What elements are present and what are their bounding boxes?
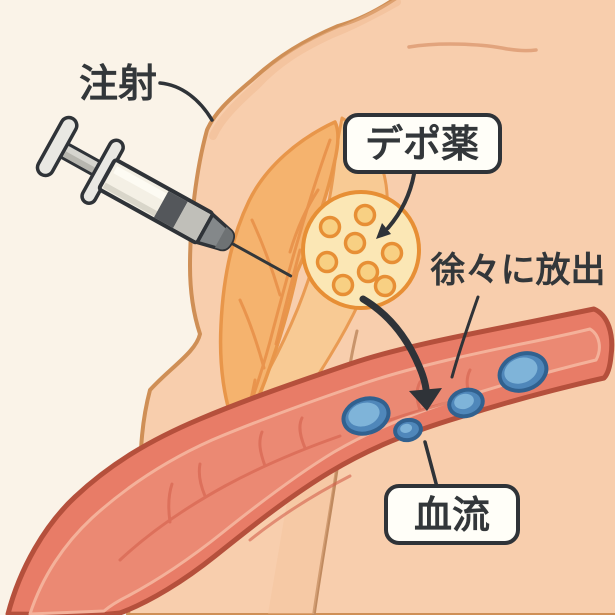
depot-label: デポ薬 (365, 123, 479, 166)
drug-dot (318, 215, 342, 239)
blood-particles (341, 351, 549, 443)
depot-pointer-curve (386, 172, 416, 230)
bloodstream-pointer-line (423, 440, 439, 489)
gradual-release-line (450, 295, 480, 379)
blood-particle (393, 417, 423, 443)
drug-dot (315, 250, 339, 274)
depot-sphere (301, 190, 421, 310)
blood-vessel (5, 306, 615, 615)
blood-particle (341, 396, 391, 436)
shoulder-shadow (209, 0, 401, 140)
vessel-lumen (28, 327, 601, 615)
drug-dot (343, 231, 367, 255)
depot-pointer-arrowhead (376, 223, 391, 239)
blood-particle (447, 387, 485, 419)
bloodstream-label: 血流 (414, 495, 490, 537)
drug-dot (331, 273, 355, 297)
depot-dots (315, 203, 404, 298)
plunger-rod-shade (62, 151, 100, 176)
needle (227, 240, 293, 278)
drug-dot (373, 274, 397, 298)
drug-dot (356, 260, 380, 284)
gradual-release-label: 徐々に放出 (429, 251, 605, 290)
barrel-front-band (173, 201, 211, 241)
stopper-band (153, 191, 188, 228)
injection-label: 注射 (79, 63, 157, 106)
drug-dot (353, 203, 377, 227)
hub-tip (214, 226, 234, 250)
drug-dot (380, 241, 404, 265)
syringe (35, 115, 293, 278)
annotations: 注射 デポ薬 徐々に放出 血流 (79, 63, 606, 545)
release-arrow-curve (359, 295, 430, 393)
collarbone-line (407, 42, 538, 53)
plunger-cap (35, 115, 79, 178)
torso-shading (268, 470, 336, 614)
injection-pointer-line (158, 81, 214, 122)
depot-label-box (343, 113, 502, 174)
blood-particle (497, 351, 549, 393)
release-arrowhead (409, 388, 442, 411)
bloodstream-label-box (384, 484, 520, 545)
